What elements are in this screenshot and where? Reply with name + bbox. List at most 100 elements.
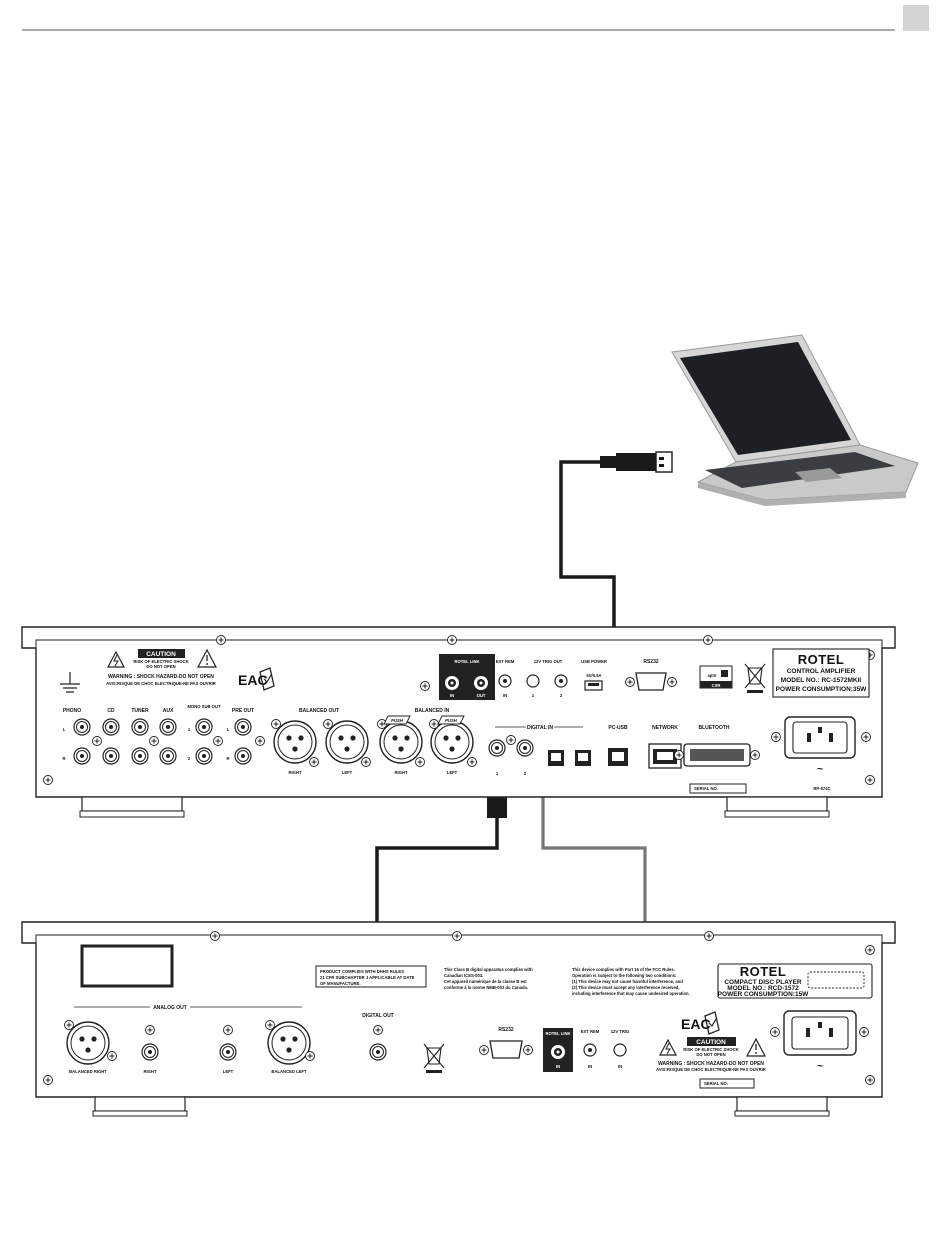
cd-eac-mark: EAC	[681, 1016, 711, 1032]
cd-analog-jacks: BALANCED RIGHT RIGHT LEFT BALANCED LEFT	[64, 1020, 315, 1074]
amp-balanced-out-label: BALANCED OUT	[299, 708, 339, 714]
cd-weee-bin-icon	[423, 1043, 445, 1073]
svg-text:L: L	[63, 727, 66, 732]
svg-text:21 CFR SUBCHAPTER J APPLICABLE: 21 CFR SUBCHAPTER J APPLICABLE AT DATE	[320, 975, 415, 980]
svg-text:IN: IN	[556, 1064, 560, 1069]
amp-usb-power-label: USB POWER	[581, 659, 607, 664]
amp-phono-label: PHONO	[63, 708, 81, 714]
svg-text:(1) This device may not cause: (1) This device may not cause harmful in…	[572, 979, 683, 984]
cd-fcc-notice: This device complies with Part 15 of the…	[572, 967, 690, 996]
svg-text:including interference that ma: including interference that may cause un…	[572, 991, 690, 996]
page-tab	[903, 5, 929, 31]
svg-text:IN: IN	[588, 1064, 592, 1069]
amp-aux-label: AUX	[163, 708, 174, 714]
cd-rcm-mark-icon	[704, 1011, 720, 1035]
amp-balanced-in-label: BALANCED IN	[415, 708, 450, 714]
svg-text:conforme à la norme NMB-003 du: conforme à la norme NMB-003 du Canada.	[444, 985, 528, 990]
amp-avis-text: AVIS:RISQUE DE CHOC ELECTRIQUE-NE PAS OU…	[106, 681, 216, 686]
svg-text:2: 2	[188, 756, 191, 761]
svg-text:Cet appareil numérique de la c: Cet appareil numérique de la classe B es…	[444, 979, 527, 984]
svg-text:IN: IN	[503, 693, 507, 698]
svg-text:BALANCED RIGHT: BALANCED RIGHT	[69, 1069, 107, 1074]
svg-text:DO NOT OPEN: DO NOT OPEN	[696, 1052, 725, 1057]
amp-trig-out-label: 12V TRIG OUT	[534, 659, 563, 664]
rcm-mark-icon	[259, 667, 275, 691]
laptop-illustration	[671, 334, 919, 506]
cd-player-rear-panel: ANALOG OUT BALANCED RIGHT RIGHT LEFT BAL…	[21, 921, 896, 1117]
svg-text:WARNING : SHOCK HAZARD-DO NOT: WARNING : SHOCK HAZARD-DO NOT OPEN	[658, 1061, 764, 1067]
svg-text:(2) This device must accept an: (2) This device must accept any interfer…	[572, 985, 680, 990]
svg-text:LEFT: LEFT	[342, 770, 353, 775]
amp-rotel-link: ROTEL LINK IN OUT	[439, 654, 495, 700]
svg-text:ROTEL: ROTEL	[740, 964, 787, 979]
svg-text:This device complies with Part: This device complies with Part 15 of the…	[572, 967, 675, 972]
amp-xlr-jacks: PUSH PUSH RIGHT LEFT RIGHT LEFT	[271, 715, 477, 775]
amp-mono-sub-out-label: MONO SUB OUT	[187, 704, 220, 709]
svg-text:1: 1	[496, 771, 499, 776]
svg-text:BALANCED LEFT: BALANCED LEFT	[271, 1069, 307, 1074]
cd-rotel-link: ROTEL LINK IN	[543, 1028, 573, 1072]
svg-text:CAUTION: CAUTION	[696, 1039, 726, 1046]
cd-caution-label: CAUTION RISK OF ELECTRIC SHOCK DO NOT OP…	[656, 1037, 766, 1072]
amp-pre-out-label: PRE OUT	[232, 708, 254, 714]
weee-bin-icon	[744, 663, 766, 693]
amp-warning-text: WARNING : SHOCK HAZARD-DO NOT OPEN	[108, 674, 214, 680]
svg-text:ROTEL LINK: ROTEL LINK	[545, 1031, 570, 1036]
cd-ext-rem-label: EXT REM	[581, 1029, 600, 1034]
svg-text:POWER CONSUMPTION:15W: POWER CONSUMPTION:15W	[718, 991, 810, 998]
amp-pc-usb-label: PC-USB	[608, 725, 628, 731]
amp-caution-label: CAUTION RISK OF ELECTRIC SHOCK DO NOT OP…	[106, 648, 217, 686]
cd-product-notice: PRODUCT COMPLIES WITH DHHS RULES 21 CFR …	[315, 965, 427, 988]
svg-text:L: L	[227, 727, 230, 732]
svg-text:PUSH: PUSH	[391, 718, 404, 723]
amp-eac-mark: EAC	[238, 672, 268, 688]
svg-text:R: R	[226, 756, 229, 761]
svg-text:1: 1	[188, 727, 191, 732]
amp-caution-line2: DO NOT OPEN	[146, 664, 175, 669]
svg-text:2: 2	[524, 771, 527, 776]
svg-text:~: ~	[817, 764, 823, 775]
svg-text:ROTEL: ROTEL	[798, 652, 845, 667]
aptx-logo: aptX CSR	[699, 665, 733, 689]
svg-text:This Class B digital apparatus: This Class B digital apparatus complies …	[444, 967, 533, 972]
svg-text:5V/0.5A: 5V/0.5A	[586, 673, 601, 678]
svg-text:R: R	[62, 756, 65, 761]
svg-text:RIGHT: RIGHT	[143, 1069, 156, 1074]
amp-digital-in: DIGITAL IN 1 2	[488, 724, 591, 776]
amp-cd-label: CD	[107, 708, 115, 714]
svg-text:PUSH: PUSH	[445, 718, 458, 723]
svg-text:POWER CONSUMPTION:35W: POWER CONSUMPTION:35W	[776, 686, 868, 693]
svg-text:AVIS:RISQUE DE CHOC ELECTRIQUE: AVIS:RISQUE DE CHOC ELECTRIQUE-NE PAS OU…	[656, 1067, 766, 1072]
cd-ac-inlet: ~	[770, 1010, 869, 1072]
amp-model-badge: ROTEL CONTROL AMPLIFIER MODEL NO.: RC-15…	[772, 648, 870, 698]
svg-text:ROTEL LINK: ROTEL LINK	[454, 659, 479, 664]
amp-rs232-label: RS232	[643, 659, 659, 665]
amp-serial-label: SERIAL NO.	[694, 786, 718, 791]
svg-text:IN: IN	[618, 1064, 622, 1069]
svg-text:RIGHT: RIGHT	[288, 770, 301, 775]
amp-tuner-label: TUNER	[131, 708, 149, 714]
svg-text:MODEL NO.: RC-1572MKII: MODEL NO.: RC-1572MKII	[781, 677, 862, 684]
svg-text:IN: IN	[450, 693, 454, 698]
svg-text:LEFT: LEFT	[447, 770, 458, 775]
svg-text:Operation is subject to the fo: Operation is subject to the following tw…	[572, 973, 676, 978]
svg-text:Canadian ICES-003.: Canadian ICES-003.	[444, 973, 483, 978]
amp-model-code: RP-574C	[813, 786, 830, 791]
svg-text:CSR: CSR	[712, 683, 721, 688]
svg-text:PRODUCT COMPLIES WITH DHHS RUL: PRODUCT COMPLIES WITH DHHS RULES	[320, 969, 404, 974]
svg-text:DIGITAL IN: DIGITAL IN	[527, 725, 553, 731]
cd-canada-notice: This Class B digital apparatus complies …	[444, 967, 533, 990]
amp-bluetooth-label: BLUETOOTH	[698, 725, 729, 731]
amp-ext-rem-label: EXT REM	[496, 659, 515, 664]
svg-text:RIGHT: RIGHT	[394, 770, 407, 775]
cd-model-badge: ROTEL COMPACT DISC PLAYER MODEL NO.: RCD…	[717, 963, 873, 999]
svg-text:OF MANUFACTURE.: OF MANUFACTURE.	[320, 981, 360, 986]
cd-rs232-label: RS232	[498, 1027, 514, 1033]
svg-text:LEFT: LEFT	[223, 1069, 234, 1074]
svg-text:OUT: OUT	[477, 693, 486, 698]
svg-text:RISK OF ELECTRIC SHOCK: RISK OF ELECTRIC SHOCK	[683, 1047, 738, 1052]
ground-icon	[60, 672, 80, 693]
svg-text:aptX: aptX	[707, 673, 716, 678]
amp-caution-title: CAUTION	[146, 651, 176, 658]
